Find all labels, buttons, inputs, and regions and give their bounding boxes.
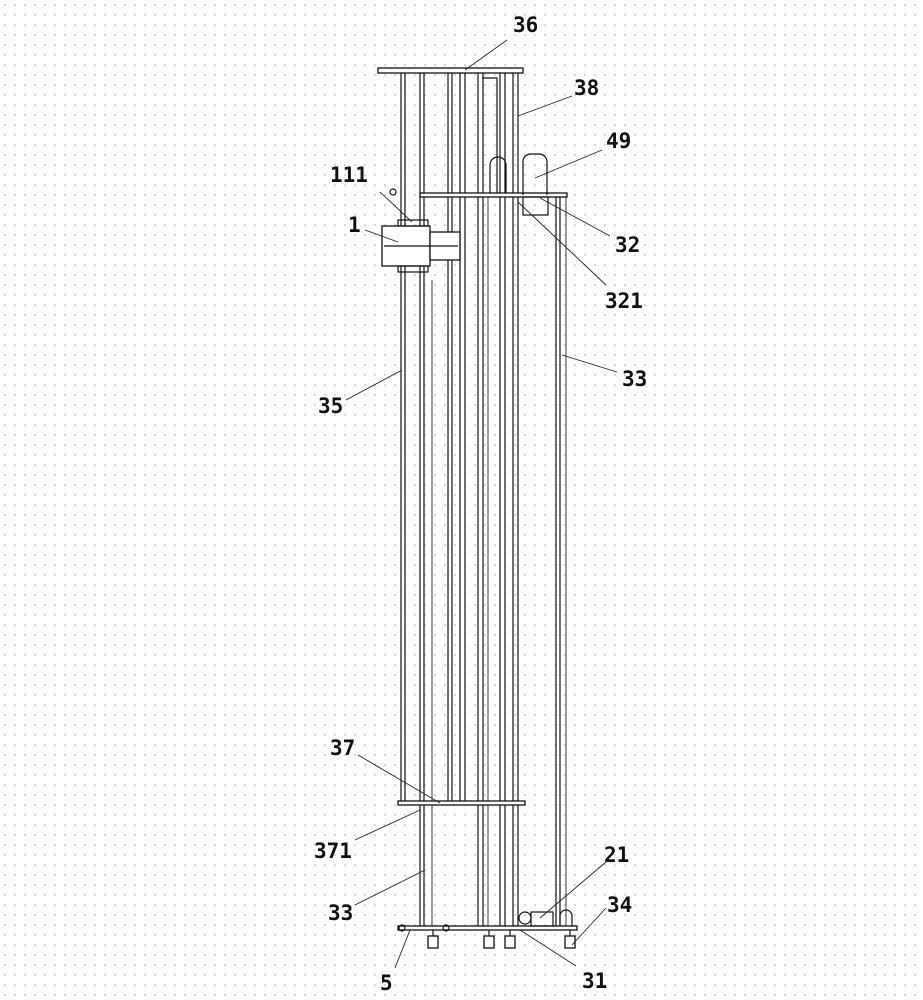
motor-21 [518, 911, 532, 925]
bottom-plate-31 [397, 925, 578, 931]
label-371: 371 [314, 839, 352, 863]
label-5: 5 [380, 971, 393, 995]
label-111: 111 [330, 163, 368, 187]
label-38: 38 [574, 76, 599, 100]
label-35: 35 [318, 394, 343, 418]
label-33-lower: 33 [328, 901, 353, 925]
label-49: 49 [606, 129, 631, 153]
label-321: 321 [605, 289, 643, 313]
drive-unit-1 [381, 188, 461, 273]
reference-labels: 36 38 49 111 1 32 321 33 35 37 371 21 34… [314, 13, 647, 995]
label-32: 32 [615, 233, 640, 257]
label-37: 37 [330, 736, 355, 760]
label-31: 31 [582, 969, 607, 993]
vertical-rods [400, 72, 567, 928]
label-21: 21 [604, 843, 629, 867]
motor-49 [522, 153, 548, 195]
label-34: 34 [607, 893, 632, 917]
label-36: 36 [513, 13, 538, 37]
upper-plate-32 [419, 192, 568, 198]
middle-plate-37 [397, 800, 526, 806]
label-1: 1 [348, 213, 361, 237]
casters-34 [398, 909, 576, 949]
leader-lines [345, 39, 618, 969]
top-plate-36 [377, 67, 524, 74]
label-33-upper: 33 [622, 367, 647, 391]
plates [377, 67, 578, 931]
